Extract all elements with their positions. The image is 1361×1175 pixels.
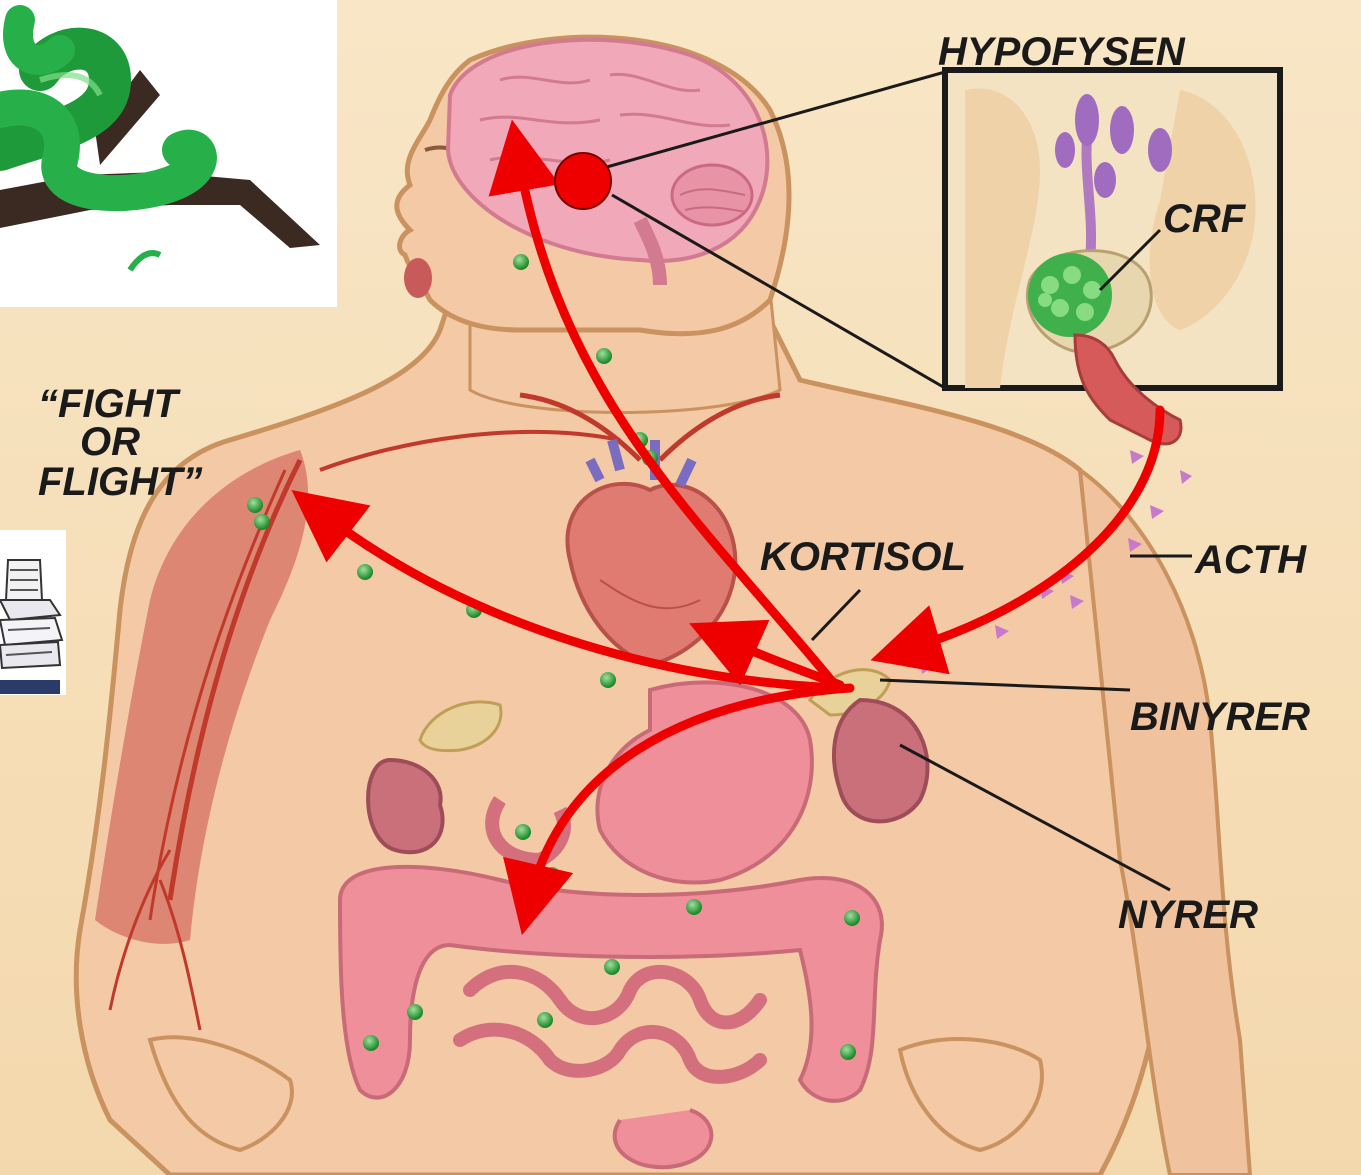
label-binyrer: BINYRER	[1130, 695, 1310, 739]
label-fight-line3: FLIGHT”	[38, 460, 202, 504]
label-acth: ACTH	[1194, 538, 1307, 582]
label-hypofysen: HYPOFYSEN	[938, 30, 1186, 74]
label-crf: CRF	[1163, 197, 1247, 241]
snake-illustration	[0, 0, 337, 307]
label-nyrer: NYRER	[1118, 893, 1258, 937]
kidney-left	[368, 760, 442, 852]
paper-stack-illustration	[0, 530, 66, 695]
hypothalamus-marker-dot	[555, 153, 611, 209]
label-fight-line2: OR	[80, 420, 140, 464]
label-kortisol: KORTISOL	[760, 535, 966, 579]
